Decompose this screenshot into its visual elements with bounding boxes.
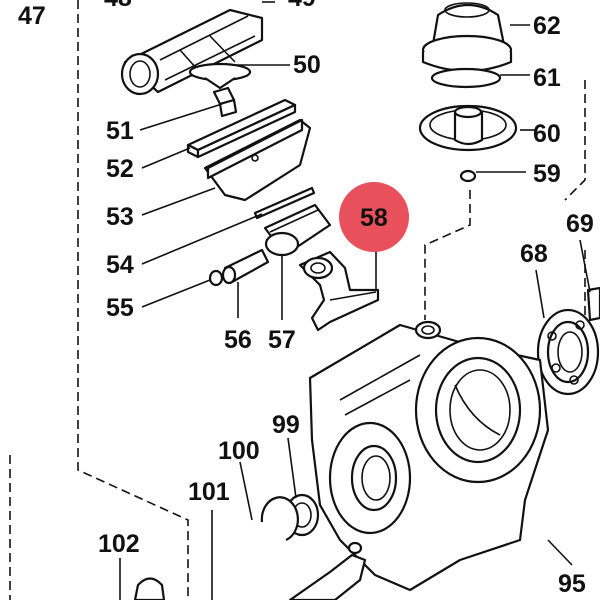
callout-95: 95 [558,570,586,598]
callout-54: 54 [106,251,134,279]
callout-99: 99 [272,411,300,439]
callout-60: 60 [533,120,561,148]
callout-100: 100 [218,437,260,465]
key-part [212,86,238,118]
callout-labels: 47 48 49 50 51 52 53 54 55 56 57 58 59 6… [18,0,594,598]
callout-68: 68 [520,240,548,268]
bearing-part [536,308,600,396]
callout-50: 50 [293,51,321,79]
cylinder-block-part [203,118,312,202]
plate-part [186,98,297,159]
leader-lines [119,1,591,600]
diaphragm-part [418,104,518,152]
callout-49: 49 [288,0,316,12]
shaft-part [288,541,367,600]
callout-62: 62 [533,12,561,40]
piston-pin-part [208,248,270,287]
callout-102: 102 [98,530,140,558]
assembly-guide-lines [9,0,586,600]
callout-58: 58 [360,204,388,232]
callout-101: 101 [188,478,230,506]
highlight-circle-58 [339,182,409,252]
fitting-part [133,577,166,600]
callout-59: 59 [533,160,561,188]
callout-47: 47 [18,2,46,30]
retaining-ring-part [260,496,299,542]
callout-61: 61 [533,64,561,92]
o-ring-part [459,169,477,183]
seal-ring-part [430,67,502,89]
end-cap-part [586,286,600,322]
callout-55: 55 [106,294,134,322]
valve-housing-part [120,8,264,96]
cover-cap-part [421,2,513,73]
callout-69: 69 [566,210,594,238]
callout-48: 48 [104,0,132,12]
callout-53: 53 [106,203,134,231]
callout-51: 51 [106,117,134,145]
valve-disc-part [188,62,252,90]
piston-part [263,203,332,257]
pump-housing-part [308,320,550,592]
callout-56: 56 [224,326,252,354]
connecting-rod-part [298,250,380,332]
callout-52: 52 [106,155,134,183]
callout-57: 57 [268,326,296,354]
